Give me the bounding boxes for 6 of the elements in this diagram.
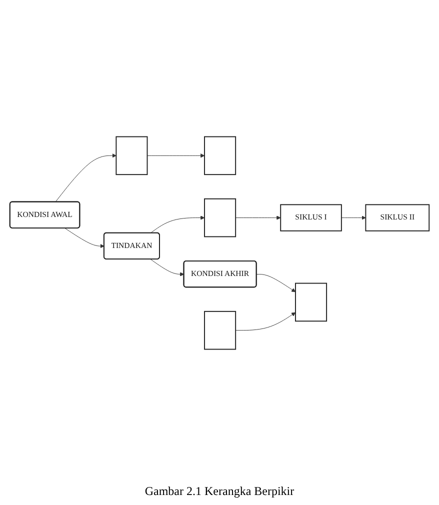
caption: Gambar 2.1 Kerangka Berpikir	[144, 484, 294, 499]
node-box	[204, 198, 236, 238]
node-box	[295, 282, 328, 322]
node-box	[204, 310, 236, 350]
node-box	[204, 136, 236, 176]
node-box	[116, 136, 148, 176]
